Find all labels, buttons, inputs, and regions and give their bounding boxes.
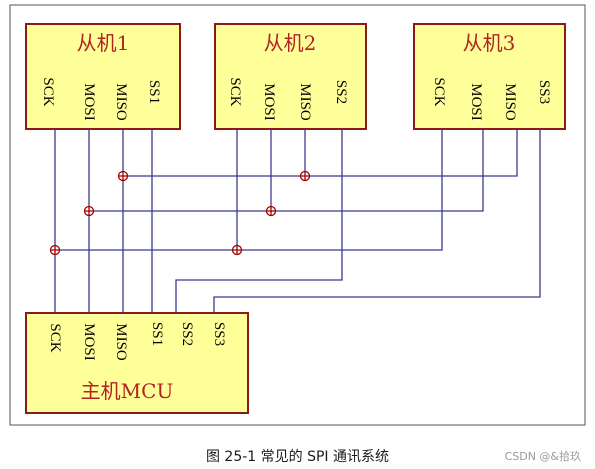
master-pin-ss2: SS2 <box>179 322 195 346</box>
master-pin-ss1: SS1 <box>149 322 165 346</box>
slave1-block: 从机1 SCK MOSI MISO SS1 <box>25 23 181 130</box>
master-pin-sck: SCK <box>47 323 63 352</box>
slave1-pin-miso: MISO <box>113 83 129 121</box>
slave3-pin-ss3: SS3 <box>536 80 552 104</box>
slave3-box <box>413 23 566 130</box>
junction-miso-master <box>117 170 129 182</box>
slave1-title: 从机1 <box>77 31 130 55</box>
wire-ss3 <box>213 129 541 313</box>
slave1-box <box>25 23 181 130</box>
junctions <box>49 170 311 256</box>
master-title: 主机MCU <box>81 379 174 403</box>
junction-mosi-slave2 <box>265 205 277 217</box>
watermark: CSDN @&拾玖 <box>504 450 581 463</box>
slave2-pin-ss2: SS2 <box>333 80 349 104</box>
master-pin-mosi: MOSI <box>81 323 97 361</box>
slave3-block: 从机3 SCK MOSI MISO SS3 <box>413 23 566 130</box>
slave3-pin-miso: MISO <box>502 83 518 121</box>
junction-sck-master <box>49 244 61 256</box>
slave2-pin-mosi: MOSI <box>261 83 277 121</box>
master-box <box>25 312 249 414</box>
junction-mosi-master <box>83 205 95 217</box>
wire-mosi-bus <box>89 129 484 212</box>
wire-miso-bus <box>123 129 518 177</box>
slave3-pin-sck: SCK <box>431 77 447 106</box>
slave1-pin-sck: SCK <box>40 77 56 106</box>
slave2-pin-sck: SCK <box>227 77 243 106</box>
wire-ss2 <box>175 129 343 313</box>
slave2-block: 从机2 SCK MOSI MISO SS2 <box>214 23 367 130</box>
slave1-pin-ss1: SS1 <box>146 80 162 104</box>
master-block: SCK MOSI MISO SS1 SS2 SS3 主机MCU <box>25 312 249 414</box>
slave2-pin-miso: MISO <box>297 83 313 121</box>
junction-sck-slave2 <box>231 244 243 256</box>
master-pin-miso: MISO <box>113 323 129 361</box>
slave2-box <box>214 23 367 130</box>
wires <box>54 129 541 313</box>
slave3-title: 从机3 <box>463 31 516 55</box>
master-pin-ss3: SS3 <box>211 322 227 346</box>
slave3-pin-mosi: MOSI <box>468 83 484 121</box>
figure-caption: 图 25-1 常见的 SPI 通讯系统 <box>205 449 390 465</box>
slave2-title: 从机2 <box>264 31 317 55</box>
slave1-pin-mosi: MOSI <box>81 83 97 121</box>
junction-miso-slave2 <box>299 170 311 182</box>
wire-sck-bus <box>55 129 443 251</box>
